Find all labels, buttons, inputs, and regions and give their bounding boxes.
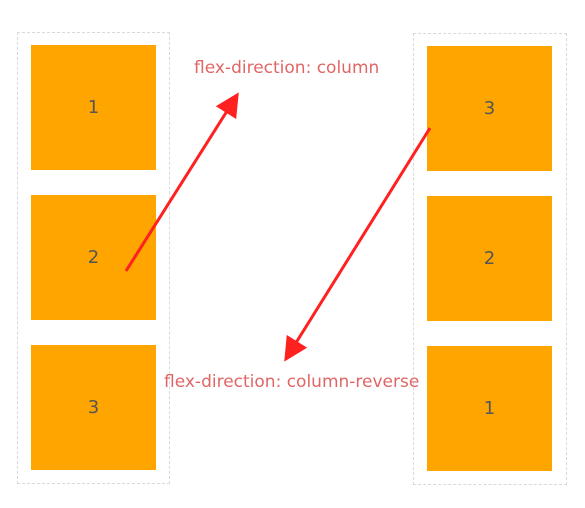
arrow-to-column-reverse-label	[284, 127, 432, 362]
left-box-1-label: 1	[87, 97, 100, 118]
left-box-2: 2	[31, 195, 156, 320]
right-box-2-label: 2	[483, 248, 496, 269]
left-box-3: 3	[31, 345, 156, 470]
left-box-3-label: 3	[87, 397, 100, 418]
left-box-1: 1	[31, 45, 156, 170]
column-reverse-label: flex-direction: column-reverse	[164, 372, 420, 392]
left-box-2-label: 2	[87, 247, 100, 268]
column-label: flex-direction: column	[194, 58, 380, 78]
right-box-1: 3	[427, 46, 552, 171]
right-box-2: 2	[427, 196, 552, 321]
right-box-3-label: 1	[483, 398, 496, 419]
right-box-1-label: 3	[483, 98, 496, 119]
right-box-3: 1	[427, 346, 552, 471]
